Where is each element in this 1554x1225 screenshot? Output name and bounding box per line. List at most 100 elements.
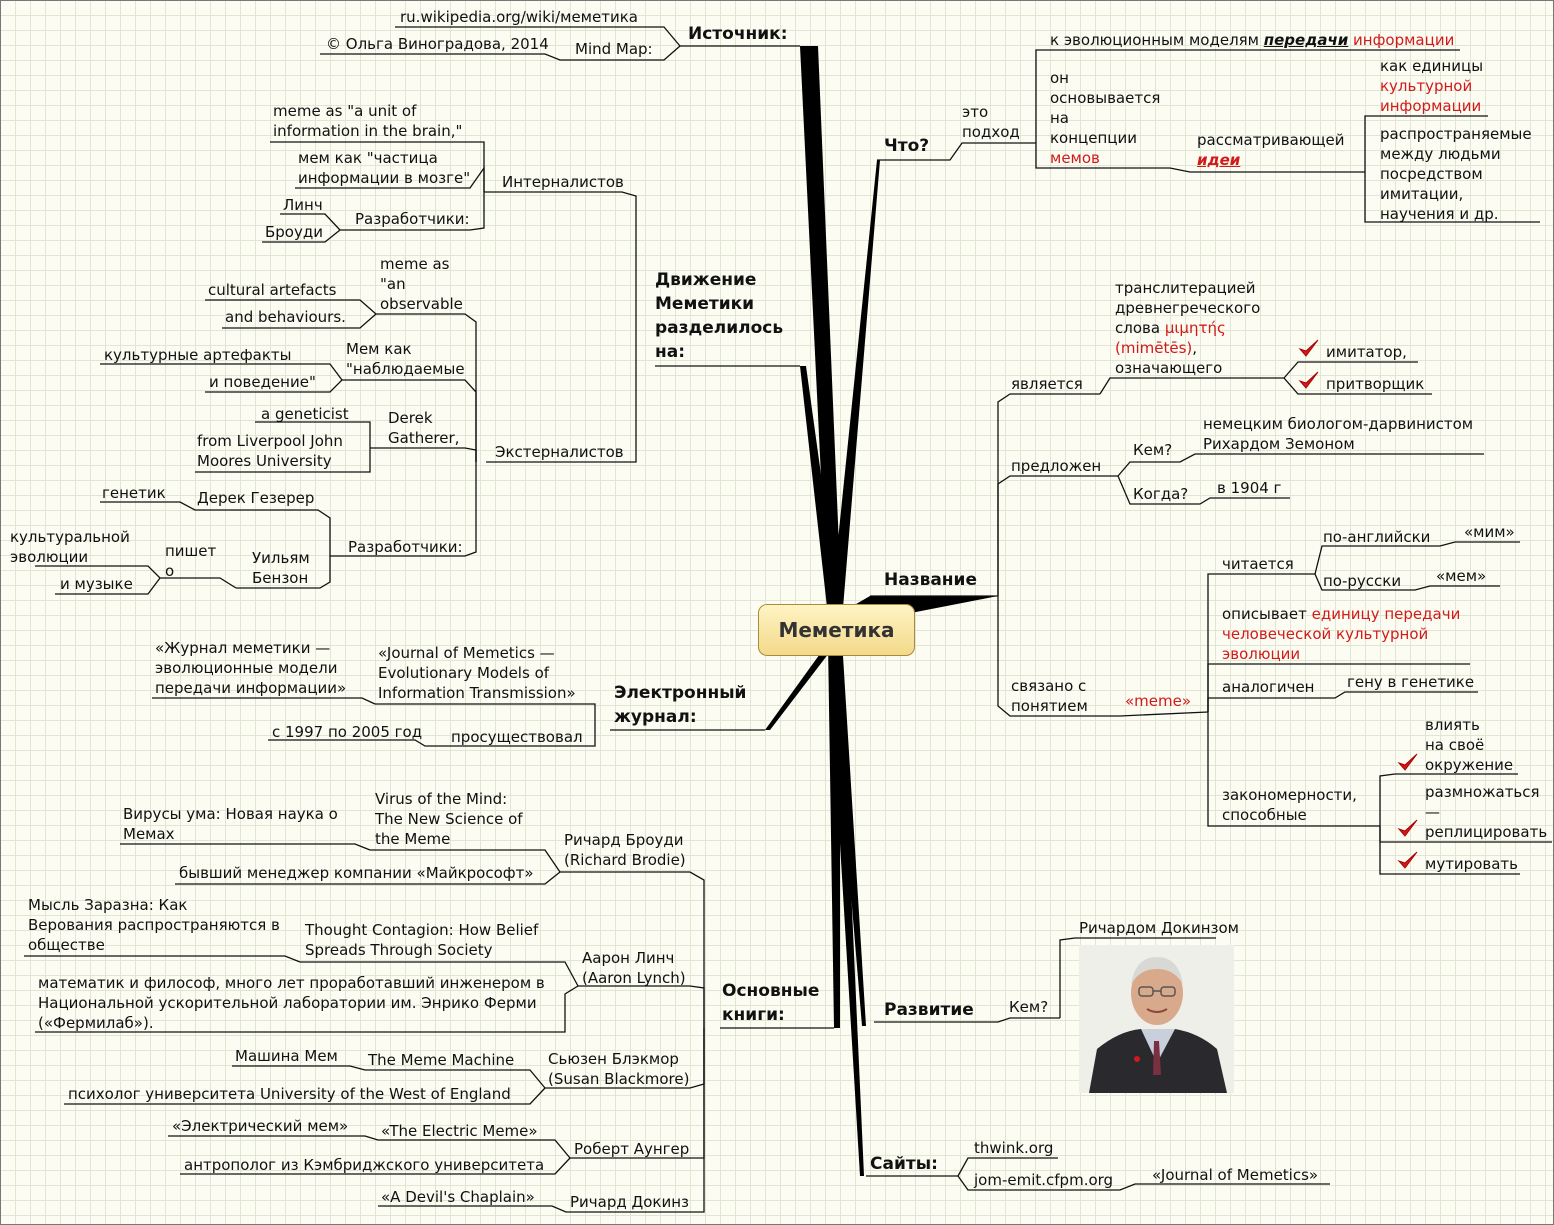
branch-movement <box>800 366 840 616</box>
name-mim: «мим» <box>1464 523 1515 541</box>
ext-and-behaviours: and behaviours. <box>225 308 346 326</box>
int-brodie: Броуди <box>265 223 323 241</box>
name-transliteration: транслитерацией древнегреческого слова μ… <box>1115 279 1261 377</box>
development-branch-label[interactable]: Развитие <box>884 1000 974 1020</box>
journal-en-title: «Journal of Memetics — Evolutionary Mode… <box>378 644 576 702</box>
book-brodie-author: Ричард Броуди (Richard Brodie) <box>564 831 686 869</box>
what-branch-label[interactable]: Что? <box>884 136 930 156</box>
name-replicate: реплицировать <box>1425 823 1548 841</box>
book-blackmore-title-ru: Машина Мем <box>235 1047 338 1065</box>
what-approach: это подход <box>962 103 1020 141</box>
name-gene: гену в генетике <box>1347 673 1475 691</box>
book-aunger-desc: антрополог из Кэмбриджского университета <box>184 1156 545 1174</box>
name-read: читается <box>1222 555 1294 573</box>
what-spread: распространяемые между людьми посредство… <box>1380 125 1532 223</box>
name-proposed: предложен <box>1011 457 1102 475</box>
journal-branch-label[interactable]: Электронный журнал: <box>614 683 747 727</box>
int-developers: Разработчики: <box>355 210 470 228</box>
name-who: Кем? <box>1133 441 1173 459</box>
name-related: связано с понятием <box>1011 677 1088 715</box>
name-imitator: имитатор, <box>1326 343 1407 361</box>
ext-meme-en: meme as "an observable <box>380 255 463 313</box>
check-icon <box>1298 371 1319 389</box>
name-is: является <box>1011 375 1083 393</box>
central-topic[interactable]: Меметика <box>758 604 915 656</box>
journal-existed: просуществовал <box>451 728 583 746</box>
what-based-on: он основывается на концепции <box>1050 69 1161 147</box>
ext-cultural-evolution: культуральной эволюции <box>10 528 130 566</box>
ext-developers: Разработчики: <box>348 538 463 556</box>
name-mutate: мутировать <box>1425 855 1518 873</box>
ext-derek-ru: Дерек Гезерер <box>197 489 315 507</box>
development-who: Кем? <box>1009 998 1049 1016</box>
ext-liverpool: from Liverpool John Moores University <box>197 432 343 470</box>
what-ideas: идеи <box>1197 151 1241 169</box>
book-aunger-title-ru: «Электрический мем» <box>172 1117 349 1135</box>
branch-journal <box>765 636 842 730</box>
externalists[interactable]: Экстерналистов <box>495 443 624 461</box>
name-pretender: притворщик <box>1326 375 1425 393</box>
what-memes: мемов <box>1050 149 1100 167</box>
sites-branch-label[interactable]: Сайты: <box>870 1154 938 1174</box>
ext-and-behaviour-ru: и поведение" <box>209 373 316 391</box>
source-author: © Ольга Виноградова, 2014 <box>326 35 549 53</box>
what-models: к эволюционным моделям передачи информац… <box>1050 31 1455 49</box>
ext-and-music: и музыке <box>60 575 133 593</box>
branch-source <box>800 46 842 620</box>
name-mem: «мем» <box>1436 567 1487 585</box>
book-blackmore-desc: психолог университета University of the … <box>68 1085 511 1103</box>
journal-years: с 1997 по 2005 год <box>272 723 423 741</box>
ext-william: Уильям Бензон <box>252 549 310 587</box>
ext-cultural-artefacts: cultural artefacts <box>208 281 337 299</box>
development-dawkins: Ричардом Докинзом <box>1079 919 1239 937</box>
name-when: Когда? <box>1133 485 1189 503</box>
name-in-english: по-английски <box>1323 528 1431 546</box>
book-blackmore-author: Сьюзен Блэкмор (Susan Blackmore) <box>548 1050 690 1088</box>
name-multiply: размножаться — <box>1425 783 1540 821</box>
name-when-answer: в 1904 г <box>1217 479 1282 497</box>
check-icon <box>1397 851 1418 869</box>
name-influence: влиять на своё окружение <box>1425 716 1514 774</box>
name-who-answer: немецким биологом-дарвинистом Рихардом З… <box>1203 415 1474 453</box>
site-thwink-link[interactable]: thwink.org <box>974 1139 1054 1157</box>
movement-branch-label[interactable]: Движение Меметики разделилось на: <box>655 270 784 362</box>
journal-ru-title: «Журнал меметики — эволюционные модели п… <box>155 639 347 697</box>
branch-sites <box>828 642 864 1176</box>
source-wiki-link[interactable]: ru.wikipedia.org/wiki/меметика <box>400 8 638 26</box>
name-branch-label[interactable]: Название <box>884 570 977 590</box>
book-lynch-author: Аарон Линч (Aaron Lynch) <box>582 949 686 987</box>
ext-geneticist: a geneticist <box>261 405 349 423</box>
ext-meme-ru: Мем как "наблюдаемые <box>346 340 465 378</box>
branch-what <box>830 160 880 620</box>
book-dawkins-author: Ричард Докинз <box>570 1193 689 1211</box>
check-icon <box>1298 339 1319 357</box>
name-analogous: аналогичен <box>1222 678 1315 696</box>
site-jom-desc: «Journal of Memetics» <box>1152 1166 1319 1184</box>
what-considering: рассматривающей <box>1197 131 1345 149</box>
book-lynch-title-en: Thought Contagion: How Belief Spreads Th… <box>305 921 539 959</box>
check-icon <box>1397 819 1418 837</box>
books-branch-label[interactable]: Основные книги: <box>722 981 820 1025</box>
book-aunger-title-en: «The Electric Meme» <box>381 1122 538 1140</box>
ext-derek: Derek Gatherer, <box>388 409 460 447</box>
internalists[interactable]: Интерналистов <box>502 173 624 191</box>
ext-cultural-artefacts-ru: культурные артефакты <box>104 346 292 364</box>
name-meme-word: «meme» <box>1125 692 1192 710</box>
check-icon <box>1397 753 1418 771</box>
source-mindmap-label: Mind Map: <box>575 40 653 58</box>
book-lynch-title-ru: Мысль Заразна: Как Верования распростран… <box>28 896 280 954</box>
site-jom-link[interactable]: jom-emit.cfpm.org <box>974 1171 1114 1189</box>
book-brodie-desc: бывший менеджер компании «Майкрософт» <box>179 864 534 882</box>
ext-writes-about: пишет о <box>165 542 217 580</box>
int-lynch: Линч <box>283 196 323 214</box>
book-brodie-title-en: Virus of the Mind: The New Science of th… <box>375 790 523 848</box>
ext-genetik: генетик <box>102 484 166 502</box>
book-lynch-desc: математик и философ, много лет проработа… <box>38 974 545 1032</box>
source-branch-label[interactable]: Источник: <box>688 24 788 44</box>
int-meme-en: meme as "a unit of information in the br… <box>273 102 463 140</box>
book-dawkins-title: «A Devil's Chaplain» <box>381 1188 535 1206</box>
dawkins-photo <box>1079 945 1234 1093</box>
book-aunger-author: Роберт Аунгер <box>574 1140 690 1158</box>
